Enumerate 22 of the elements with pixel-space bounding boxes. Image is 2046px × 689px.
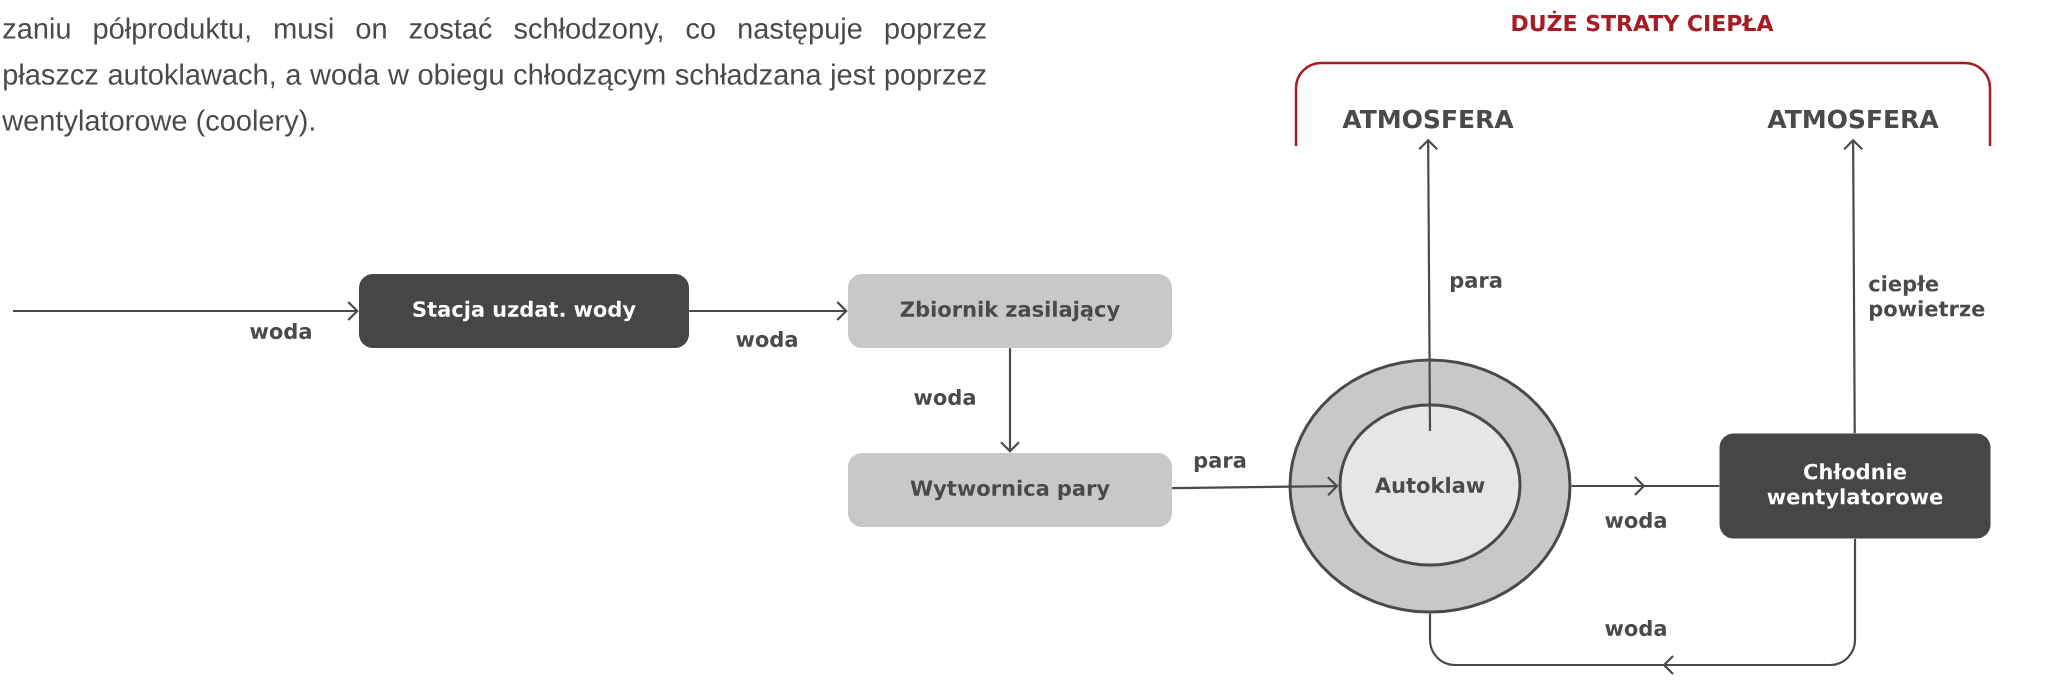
destination-label: ATMOSFERA — [1342, 109, 1514, 129]
process-box: Wytwornica pary — [848, 453, 1172, 527]
edge-label: woda — [736, 330, 797, 348]
arrow — [1000, 348, 1020, 453]
edge-label: ciepłe powietrze — [1869, 275, 1985, 321]
arrow — [1843, 138, 1863, 434]
process-box: Stacja uzdat. wody — [359, 274, 689, 348]
heading: DUŻE STRATY CIEPŁA — [1512, 10, 1774, 32]
edge-label: woda — [1605, 511, 1666, 529]
process-box: Zbiornik zasilający — [848, 274, 1172, 348]
edge-label: woda — [914, 388, 975, 406]
process-box: Chłodnie wentylatorowe — [1719, 433, 1991, 539]
destination-label: ATMOSFERA — [1767, 109, 1939, 129]
arrow — [1418, 138, 1438, 431]
arrow — [689, 301, 848, 321]
edge-label: woda — [1605, 619, 1666, 637]
paragraph: zaniu półproduktu, musi on zostać schłodzony, co następuje poprzez płaszcz autoklawach, a woda w obiegu chłodzącym schładzana jest poprzez wentylatorowe (coolery). — [2, 17, 986, 137]
arrow — [1172, 476, 1339, 496]
edge-label: para — [1194, 455, 1246, 473]
edge-label: woda — [250, 322, 311, 340]
arrow — [13, 301, 359, 321]
edge-label: para — [1450, 275, 1502, 293]
